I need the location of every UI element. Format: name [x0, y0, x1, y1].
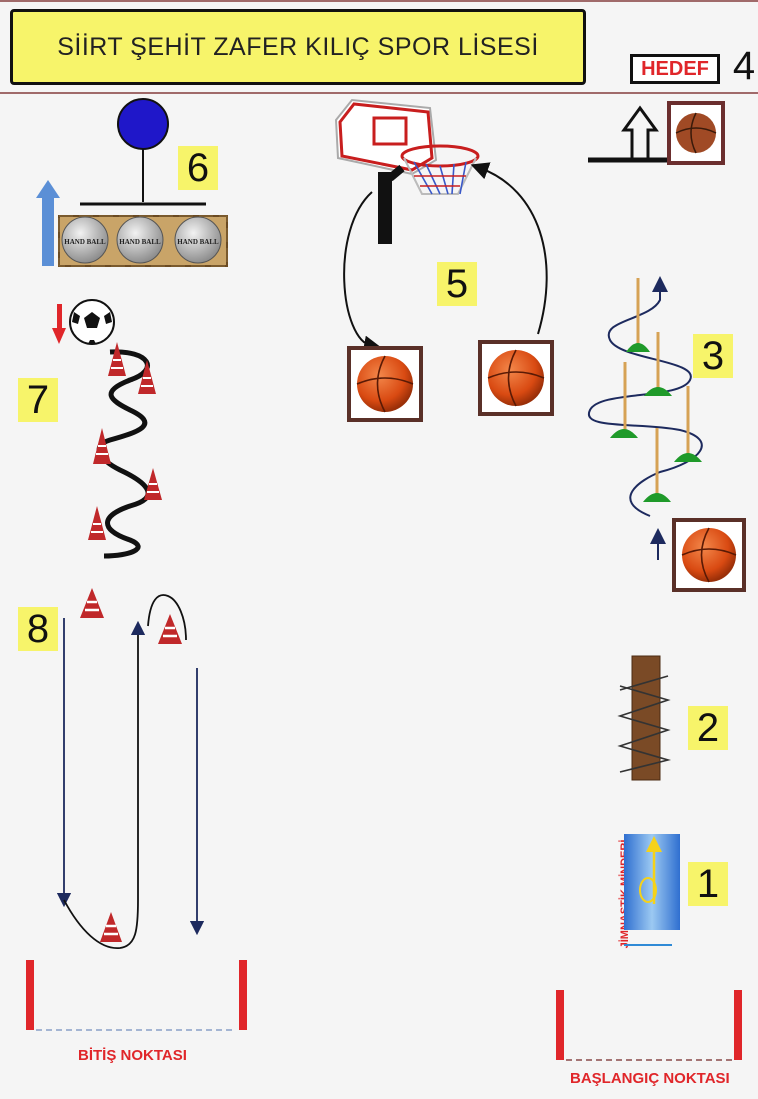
station-2-balance-beam	[620, 656, 668, 780]
station-7-cone-zigzag	[52, 300, 162, 556]
station-1-gym-mat	[624, 834, 680, 945]
station-4-target	[588, 103, 723, 163]
handball-label-1: HAND BALL	[64, 238, 106, 246]
start-gate	[556, 990, 742, 1060]
station-8-shuttle-run	[64, 588, 197, 948]
handball-label-2: HAND BALL	[119, 238, 161, 246]
station-5-basketball-hoop	[336, 100, 552, 420]
finish-gate	[26, 960, 247, 1030]
station-6-handball-rack: HAND BALL HAND BALL HAND BALL	[36, 99, 227, 266]
handball-label-3: HAND BALL	[177, 238, 219, 246]
station-3-dribble-slalom	[589, 278, 744, 590]
